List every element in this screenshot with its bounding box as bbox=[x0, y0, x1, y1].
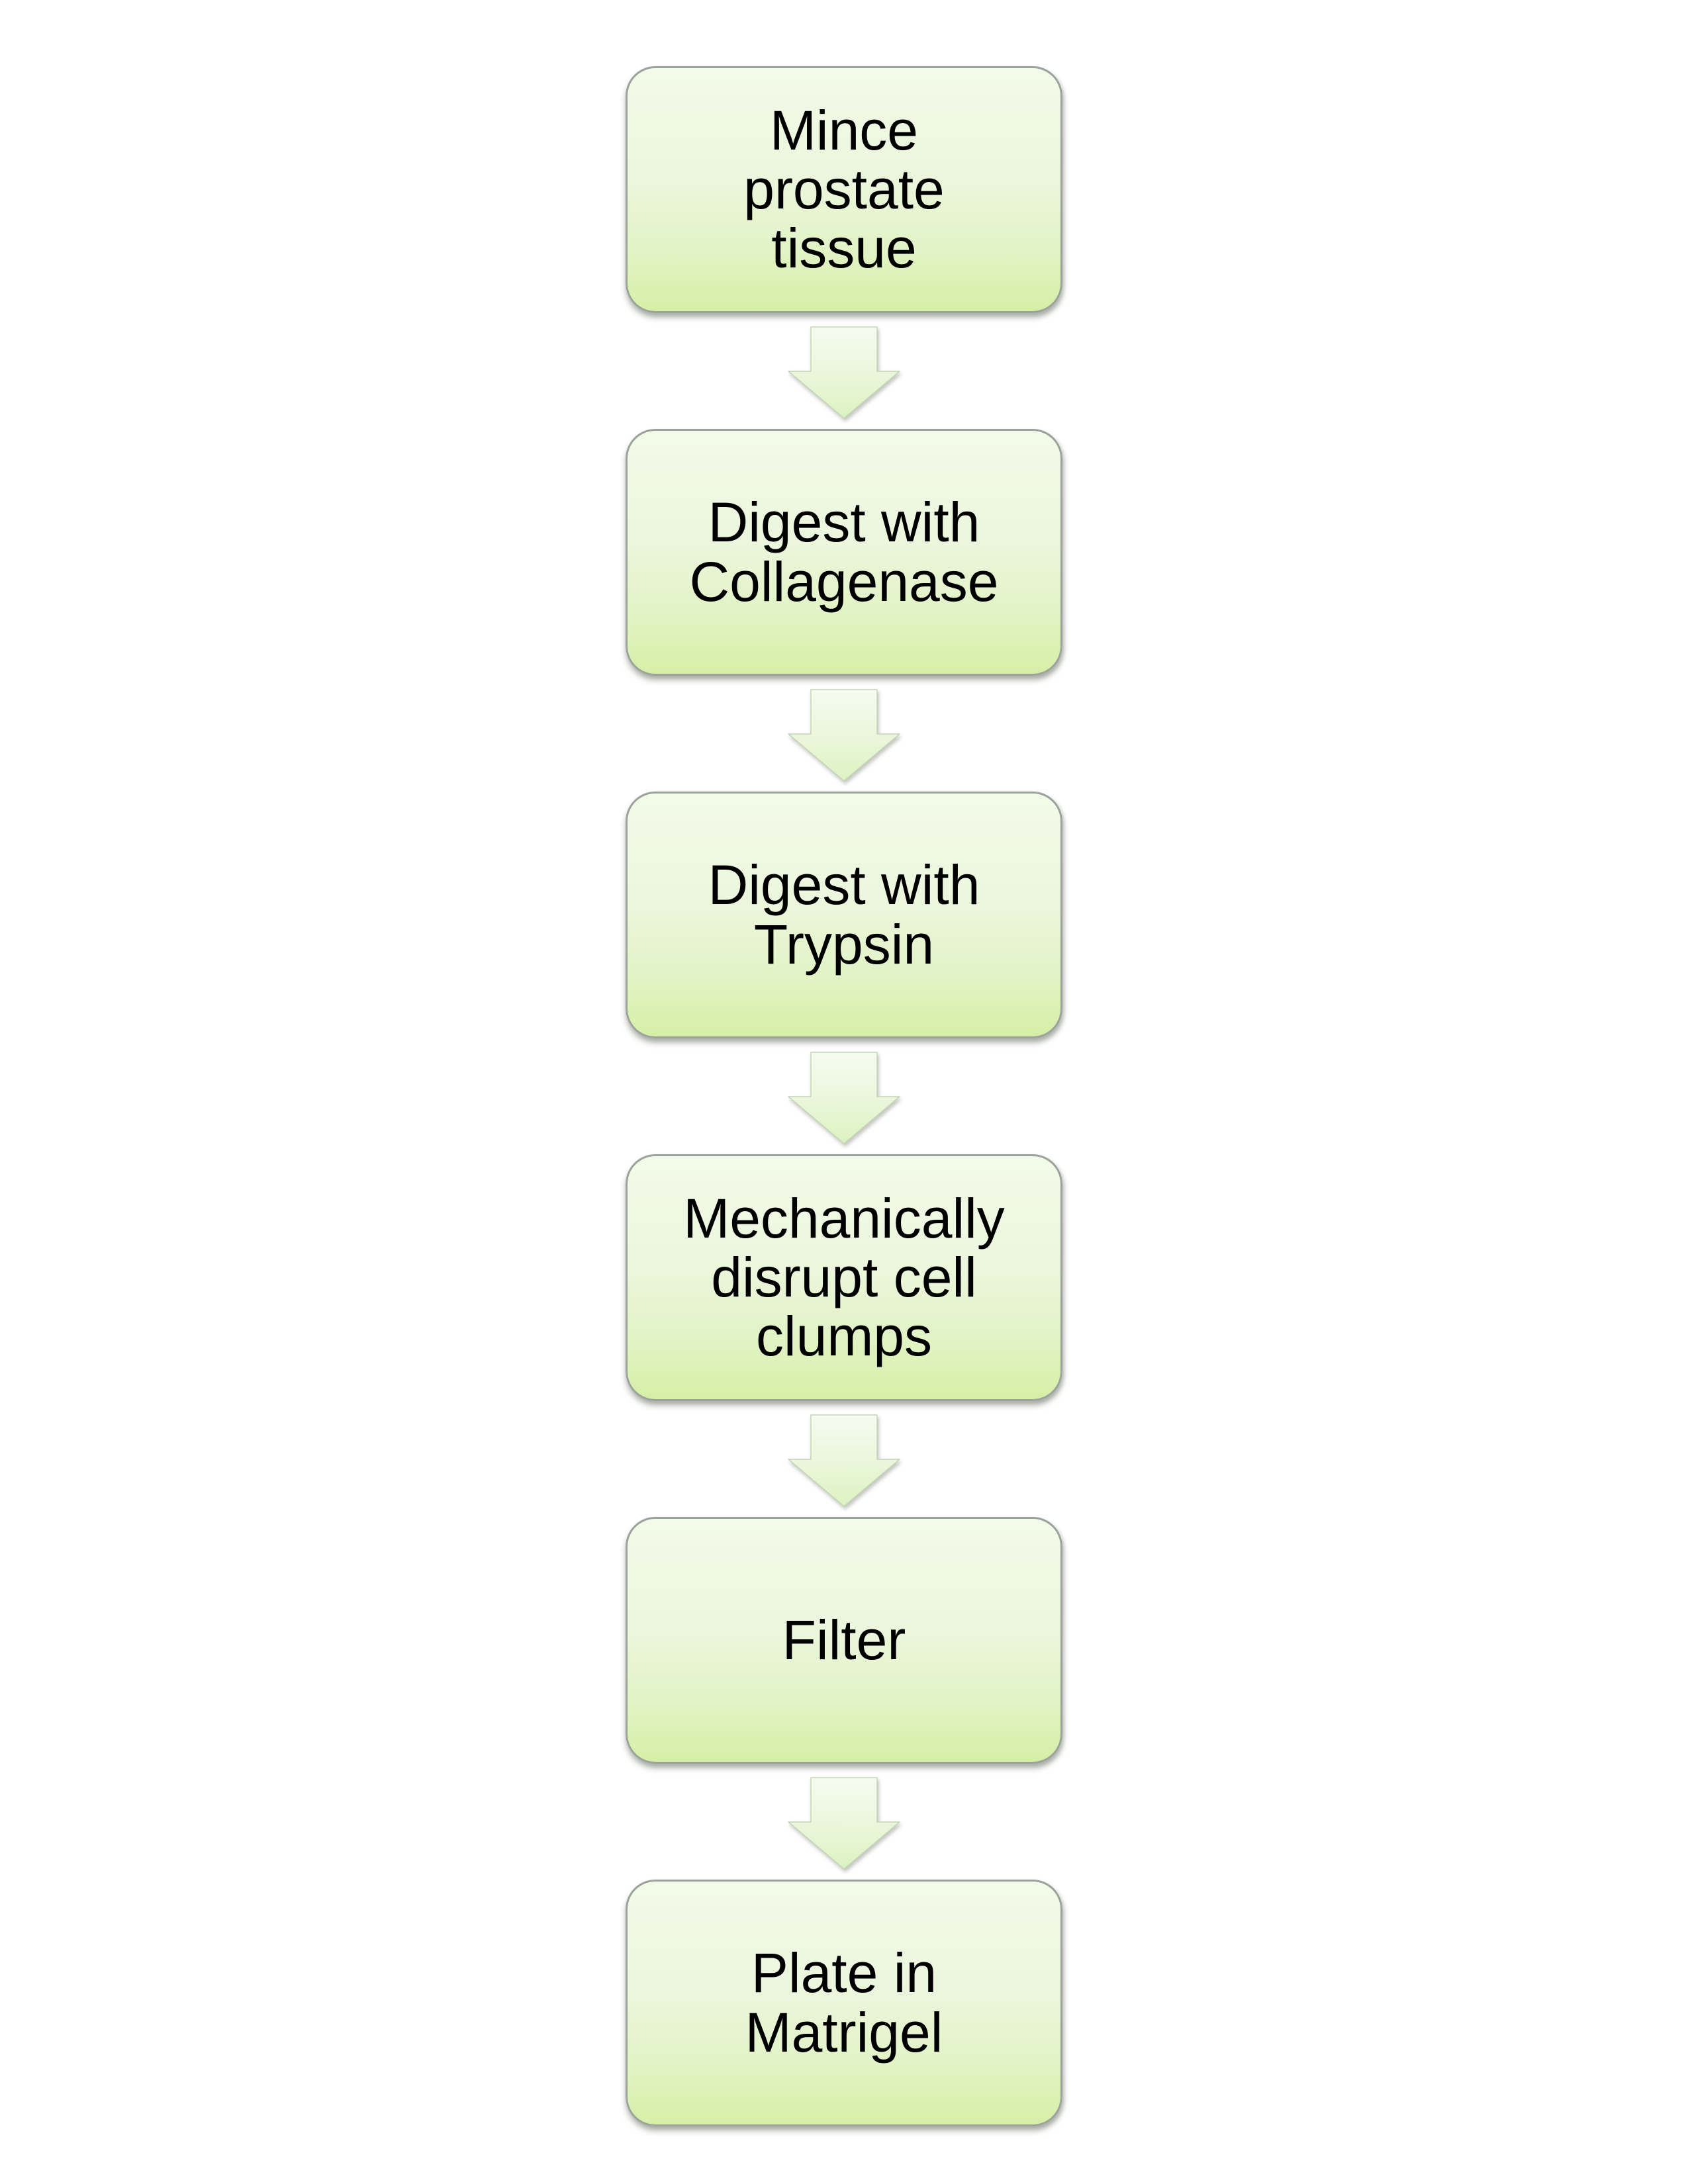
step-label: Mince prostate tissue bbox=[743, 99, 945, 280]
step-box-plate-in-matrigel: Plate in Matrigel bbox=[626, 1880, 1062, 2126]
down-arrow-icon bbox=[788, 1414, 900, 1507]
flowchart: Mince prostate tissue Digest with Collag… bbox=[0, 66, 1688, 2126]
step-label: Digest with Collagenase bbox=[689, 491, 999, 613]
step-label: Digest with Trypsin bbox=[708, 854, 980, 976]
step-label: Filter bbox=[782, 1608, 906, 1671]
step-label: Mechanically disrupt cell clumps bbox=[683, 1187, 1005, 1368]
down-arrow-icon bbox=[788, 689, 900, 782]
step-box-digest-with-trypsin: Digest with Trypsin bbox=[626, 792, 1062, 1038]
step-box-mechanically-disrupt-cell-clumps: Mechanically disrupt cell clumps bbox=[626, 1154, 1062, 1401]
down-arrow-icon bbox=[788, 1052, 900, 1144]
down-arrow-icon bbox=[788, 1777, 900, 1870]
step-box-digest-with-collagenase: Digest with Collagenase bbox=[626, 429, 1062, 676]
step-box-filter: Filter bbox=[626, 1517, 1062, 1764]
down-arrow-icon bbox=[788, 326, 900, 419]
step-label: Plate in Matrigel bbox=[745, 1942, 943, 2064]
step-box-mince-prostate-tissue: Mince prostate tissue bbox=[626, 66, 1062, 313]
